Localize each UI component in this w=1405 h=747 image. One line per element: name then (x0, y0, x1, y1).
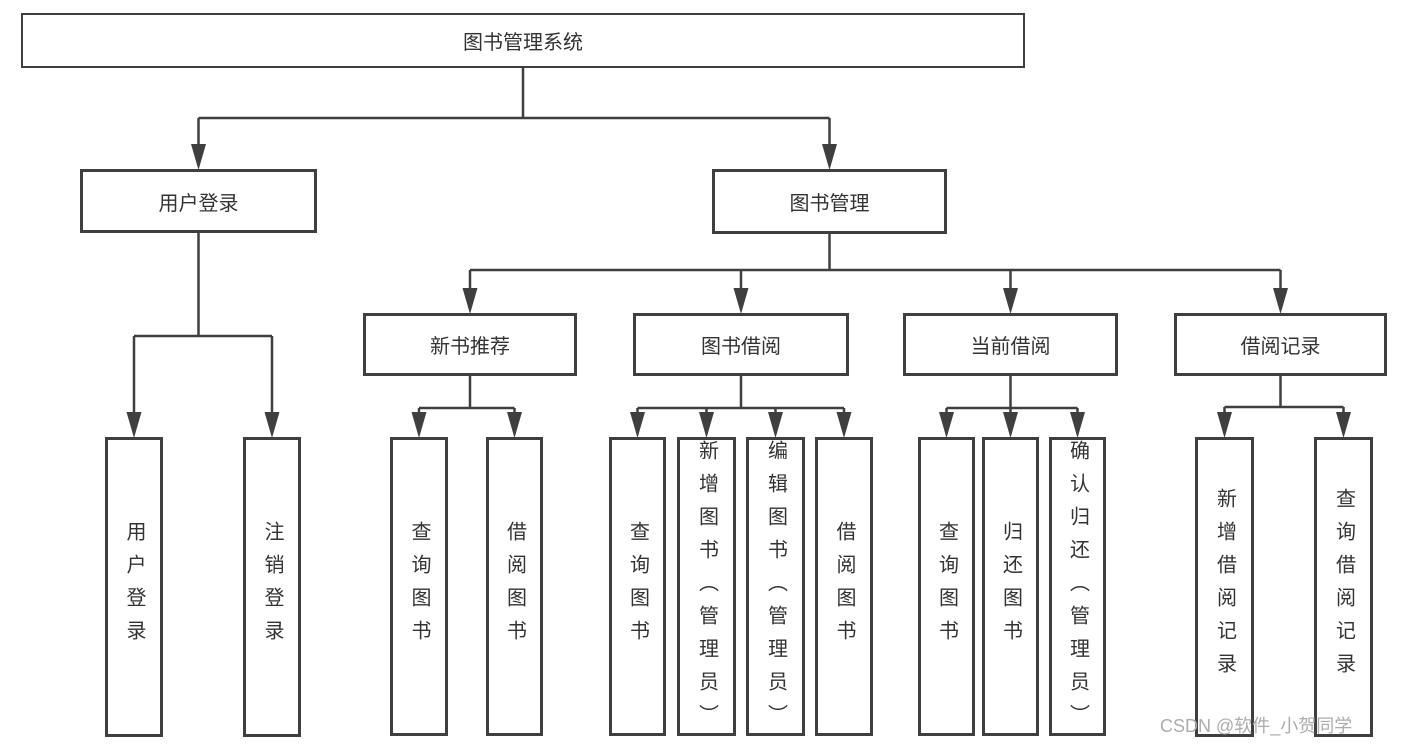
arrowhead-down-icon (699, 412, 714, 438)
node-borrow-book-rec: 借阅图书 (486, 437, 543, 736)
arrowhead-down-icon (462, 288, 478, 314)
node-label: 新书推荐 (430, 336, 510, 358)
arrowhead-down-icon (768, 412, 783, 438)
node-query-book-borrow: 查询图书 (609, 437, 666, 736)
arrowhead-down-icon (1070, 412, 1085, 438)
arrowhead-down-icon (1336, 412, 1351, 438)
node-return-book: 归还图书 (982, 437, 1039, 736)
node-label: 用户登录 (123, 521, 145, 653)
arrowhead-down-icon (836, 412, 852, 438)
node-borrow-records: 借阅记录 (1174, 313, 1387, 376)
node-label: 用户登录 (158, 192, 239, 215)
node-label: 查询借阅记录 (1332, 488, 1355, 686)
node-login-action: 用户登录 (105, 437, 163, 737)
node-new-book-rec: 新书推荐 (363, 313, 577, 376)
arrowhead-down-icon (126, 412, 142, 438)
node-label: 归还图书 (999, 520, 1022, 653)
arrowhead-down-icon (1003, 288, 1018, 314)
node-book-borrow: 图书借阅 (633, 313, 849, 376)
node-label: 图书借阅 (701, 336, 781, 358)
arrowhead-down-icon (733, 288, 749, 314)
node-query-borrow-record: 查询借阅记录 (1314, 437, 1373, 737)
arrowhead-down-icon (1003, 412, 1018, 438)
node-current-borrow: 当前借阅 (903, 313, 1118, 376)
node-label: 新增借阅记录 (1213, 488, 1236, 686)
arrowhead-down-icon (411, 412, 427, 438)
node-add-borrow-record: 新增借阅记录 (1195, 437, 1254, 737)
arrowhead-down-icon (939, 412, 954, 438)
node-logout-action: 注销登录 (243, 437, 301, 737)
node-root: 图书管理系统 (21, 13, 1025, 68)
node-query-book-current: 查询图书 (918, 437, 975, 736)
arrowhead-down-icon (1217, 412, 1232, 438)
arrowhead-down-icon (822, 144, 837, 170)
arrowhead-down-icon (630, 412, 645, 438)
watermark: CSDN @软件_小贺同学 (1160, 716, 1353, 736)
node-label: 查询图书 (935, 520, 958, 653)
node-borrow-book: 借阅图书 (815, 437, 873, 736)
node-label: 编辑图书（管理员） (764, 440, 787, 737)
node-label: 图书管理 (789, 193, 870, 215)
node-query-book-rec: 查询图书 (390, 437, 448, 736)
arrowhead-down-icon (191, 144, 206, 170)
node-label: 借阅图书 (833, 520, 855, 653)
node-label: 借阅图书 (503, 520, 526, 653)
node-book-mgmt: 图书管理 (712, 169, 947, 234)
node-label: 查询图书 (626, 520, 649, 653)
node-label: 查询图书 (408, 520, 430, 653)
node-label: 当前借阅 (970, 336, 1051, 358)
arrowhead-down-icon (507, 412, 522, 438)
node-add-book: 新增图书（管理员） (677, 437, 736, 737)
node-label: 借阅记录 (1240, 336, 1321, 358)
arrowhead-down-icon (1273, 288, 1288, 314)
node-edit-book: 编辑图书（管理员） (746, 437, 805, 737)
node-label: 图书管理系统 (463, 32, 583, 54)
node-label: 新增图书（管理员） (695, 440, 718, 737)
node-confirm-return: 确认归还（管理员） (1049, 437, 1106, 737)
node-label: 注销登录 (261, 521, 283, 653)
arrowhead-down-icon (264, 412, 280, 438)
node-user-login: 用户登录 (80, 169, 317, 233)
node-label: 确认归还（管理员） (1066, 440, 1089, 737)
